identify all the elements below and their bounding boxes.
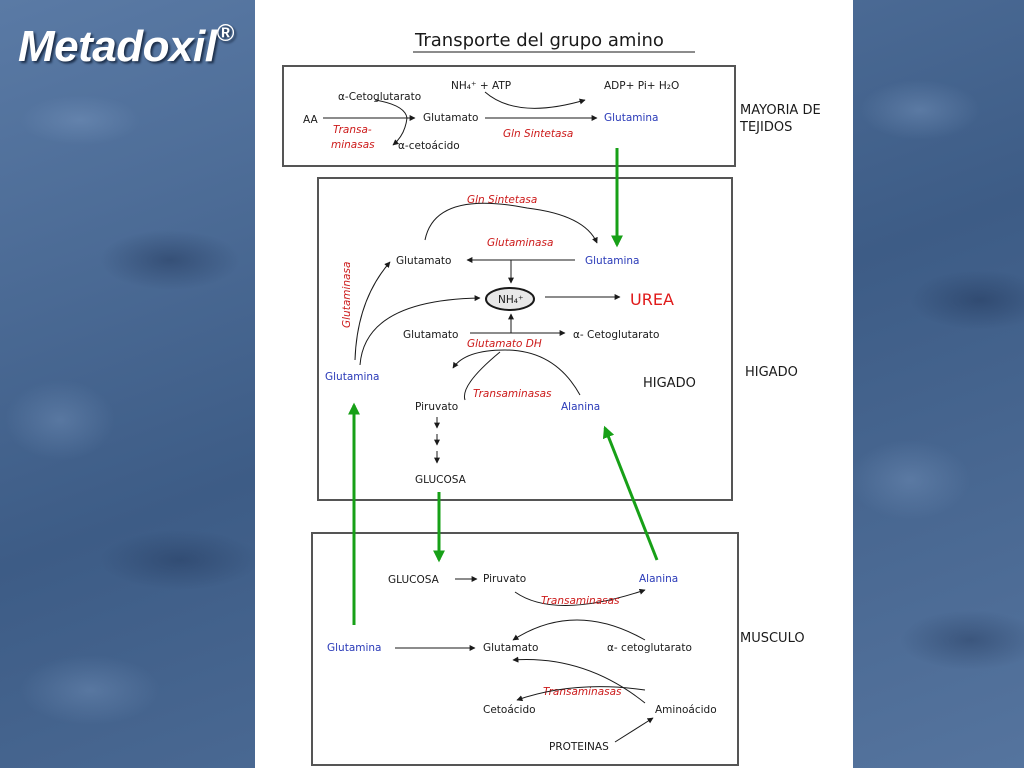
higado-piruvato: Piruvato bbox=[415, 401, 458, 413]
musculo-alanina: Alanina bbox=[639, 573, 678, 585]
tejidos-glutamina: Glutamina bbox=[604, 112, 659, 124]
slide-title-text: Metadoxil bbox=[18, 22, 217, 71]
tejidos-label-line1: MAYORIA DE bbox=[740, 103, 821, 118]
higado-alpha-cetoglutarato: α- Cetoglutarato bbox=[573, 329, 659, 341]
musculo-transamination-curve-1 bbox=[514, 588, 646, 606]
tejidos-transaminasas-1: Transa- bbox=[333, 124, 372, 136]
tejidos-label-line2: TEJIDOS bbox=[739, 120, 792, 135]
higado-gln-sintetasa-curve bbox=[424, 202, 598, 244]
musculo-box bbox=[311, 532, 739, 766]
higado-inner-label: HIGADO bbox=[643, 376, 696, 391]
tejidos-box bbox=[282, 65, 736, 167]
registered-mark: ® bbox=[216, 20, 234, 47]
musculo-transaminasas-2: Transaminasas bbox=[543, 686, 622, 698]
tejidos-atp-curve bbox=[484, 91, 586, 109]
higado-transamination-curve-2 bbox=[463, 351, 501, 401]
higado-transaminasas: Transaminasas bbox=[473, 388, 552, 400]
nh4-ellipse bbox=[485, 287, 535, 311]
tejidos-glutamato: Glutamato bbox=[423, 112, 478, 124]
higado-glucosa: GLUCOSA bbox=[415, 474, 467, 486]
musculo-side-label: MUSCULO bbox=[740, 631, 805, 646]
musculo-aminoacido: Aminoácido bbox=[655, 704, 717, 716]
musculo-proteinas: PROTEINAS bbox=[549, 741, 609, 753]
musculo-glucosa: GLUCOSA bbox=[388, 574, 440, 586]
higado-glutaminasa-side: Glutaminasa bbox=[341, 262, 353, 328]
higado-urea: UREA bbox=[630, 290, 674, 309]
higado-glutamato-1: Glutamato bbox=[396, 255, 451, 267]
tejidos-adp: ADP+ Pi+ H₂O bbox=[604, 80, 679, 92]
musculo-transaminasas-1: Transaminasas bbox=[541, 595, 620, 607]
tejidos-nh4-atp: NH₄⁺ + ATP bbox=[451, 80, 511, 92]
musculo-transamination-curve-4 bbox=[516, 686, 646, 702]
musculo-glutamato: Glutamato bbox=[483, 642, 538, 654]
musculo-glutamina: Glutamina bbox=[327, 642, 382, 654]
higado-glutaminasa-top: Glutaminasa bbox=[487, 237, 553, 249]
musculo-piruvato: Piruvato bbox=[483, 573, 526, 585]
higado-alanina: Alanina bbox=[561, 401, 600, 413]
higado-glutamina-2: Glutamina bbox=[325, 371, 380, 383]
musculo-transamination-curve-3 bbox=[512, 656, 646, 704]
musculo-alpha-cetoglutarato: α- cetoglutarato bbox=[607, 642, 692, 654]
higado-glutaminasa-side-curve-1 bbox=[354, 261, 391, 361]
musculo-cetoacido: Cetoácido bbox=[483, 704, 536, 716]
higado-box bbox=[317, 177, 733, 501]
tejidos-alpha-cetoacido: α-cetoácido bbox=[398, 140, 460, 152]
diagram-panel: Transporte del grupo amino MAYORIA DE TE… bbox=[255, 0, 853, 768]
higado-glutamato-2: Glutamato bbox=[403, 329, 458, 341]
musculo-proteinas-arrow bbox=[614, 717, 654, 743]
higado-nh4: NH₄⁺ bbox=[498, 294, 524, 306]
green-arrow-alanina-to-higado bbox=[602, 425, 659, 561]
higado-glutaminasa-side-curve-2 bbox=[359, 295, 481, 366]
amino-transport-diagram: Transporte del grupo amino MAYORIA DE TE… bbox=[282, 30, 821, 766]
tejidos-aa: AA bbox=[303, 114, 318, 126]
musculo-transamination-curve-2 bbox=[512, 619, 646, 641]
higado-glutamato-dh: Glutamato DH bbox=[467, 338, 542, 350]
diagram-title: Transporte del grupo amino bbox=[414, 30, 664, 51]
tejidos-transamination-curve bbox=[374, 99, 408, 146]
tejidos-transaminasas-2: minasas bbox=[331, 139, 375, 151]
higado-side-label: HIGADO bbox=[745, 365, 798, 380]
higado-transamination-curve-1 bbox=[452, 349, 581, 396]
tejidos-gln-sintetasa: Gln Sintetasa bbox=[503, 128, 573, 140]
tejidos-alpha-cetoglutarato: α-Cetoglutarato bbox=[338, 91, 421, 103]
higado-glutamina-1: Glutamina bbox=[585, 255, 640, 267]
slide-title: Metadoxil® bbox=[18, 20, 234, 72]
